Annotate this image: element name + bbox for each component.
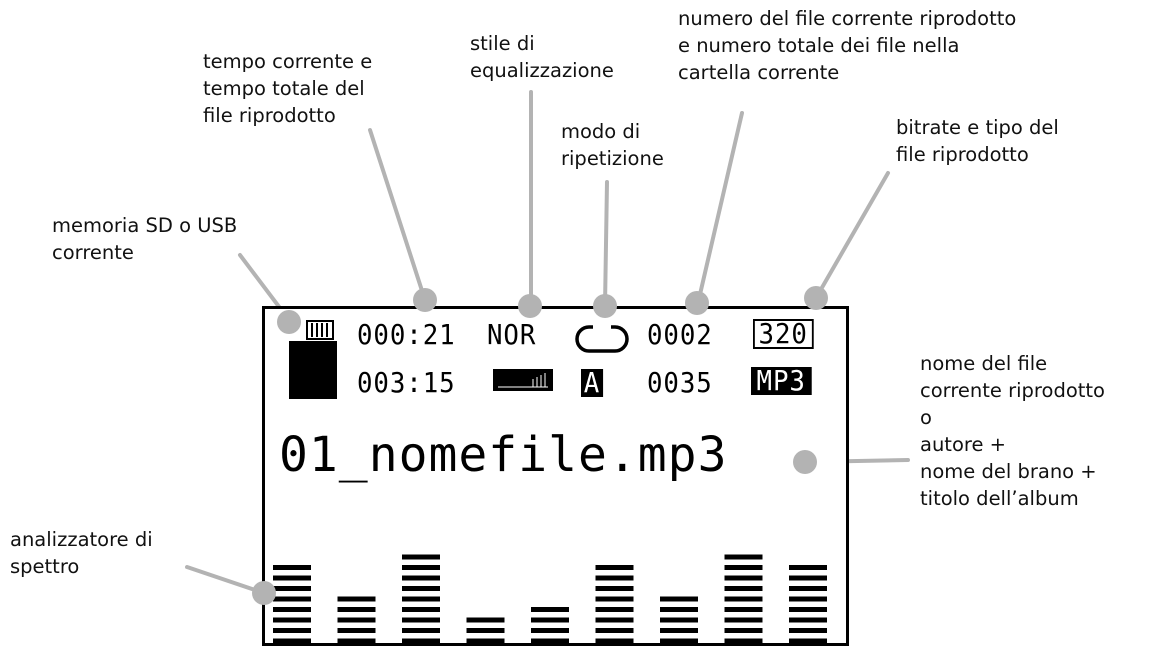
spectrum-segment [660,638,698,644]
repeat-badge: A [581,369,603,397]
filename-text: 01_nomefile.mp3 [279,427,728,483]
label-repeat-mode: modo di ripetizione [561,120,664,170]
spectrum-segment [337,617,376,623]
spectrum-segment [789,617,827,623]
bitrate-value: 320 [753,319,814,349]
spectrum-column [466,617,505,644]
spectrum-segment [724,617,763,623]
spectrum-segment [337,638,376,644]
connector-bitrate [814,171,890,300]
spectrum-segment [531,638,569,644]
spectrum-segment [402,596,440,602]
spectrum-segment [337,596,376,602]
spectrum-segment [402,554,440,560]
spectrum-segment [337,628,376,633]
spectrum-segment [466,617,505,623]
spectrum-segment [724,596,763,602]
total-file-count: 0035 [647,366,713,399]
spectrum-segment [789,596,827,602]
repeat-icon [575,323,629,353]
label-filename: nome del file corrente riprodotto o auto… [920,352,1105,510]
spectrum-segment [595,638,634,644]
spectrum-segment [337,607,376,612]
spectrum-segment [402,607,440,612]
spectrum-segment [402,628,440,633]
lcd-display: 000:21 003:15 NOR A 0002 0035 320 MP3 01… [262,306,849,646]
spectrum-segment [595,628,634,633]
spectrum-column [660,596,698,644]
spectrum-segment [789,586,827,591]
spectrum-segment [531,628,569,633]
spectrum-segment [724,575,763,581]
spectrum-segment [273,586,311,591]
spectrum-segment [273,628,311,633]
spectrum-segment [595,575,634,581]
spectrum-segment [402,617,440,623]
label-memory: memoria SD o USB corrente [52,214,238,264]
spectrum-segment [273,607,311,612]
spectrum-segment [273,596,311,602]
label-file-number: numero del file corrente riprodotto e nu… [678,7,1017,84]
file-type: MP3 [751,367,812,395]
spectrum-segment [660,628,698,633]
spectrum-segment [724,638,763,644]
spectrum-column [402,554,440,644]
spectrum-segment [466,638,505,644]
spectrum-segment [595,565,634,570]
spectrum-segment [531,617,569,623]
spectrum-segment [595,586,634,591]
spectrum-segment [402,638,440,644]
connector-spectrum [185,565,266,595]
spectrum-column [273,565,311,644]
equalizer-icon [493,369,553,391]
spectrum-segment [531,607,569,612]
spectrum-segment [724,607,763,612]
total-time: 003:15 [357,366,456,399]
spectrum-segment [273,565,311,570]
spectrum-segment [595,617,634,623]
spectrum-column [724,554,763,644]
spectrum-segment [660,607,698,612]
spectrum-column [595,565,634,644]
spectrum-segment [273,617,311,623]
spectrum-column [337,596,376,644]
spectrum-segment [789,638,827,644]
spectrum-column [789,565,827,644]
spectrum-segment [402,565,440,570]
connector-file-number [696,111,744,305]
eq-mode: NOR [487,318,537,351]
spectrum-segment [789,607,827,612]
spectrum-segment [789,565,827,570]
current-time: 000:21 [357,318,456,351]
spectrum-segment [402,575,440,581]
spectrum-segment [273,575,311,581]
spectrum-segment [789,575,827,581]
spectrum-segment [595,607,634,612]
spectrum-segment [724,554,763,560]
connector-time [368,128,427,302]
spectrum-segment [724,628,763,633]
connector-repeat [603,180,609,308]
spectrum-segment [724,565,763,570]
spectrum-segment [789,628,827,633]
label-eq-style: stile di equalizzazione [470,32,614,82]
spectrum-column [531,607,569,644]
label-bitrate: bitrate e tipo del file riprodotto [896,116,1059,166]
sd-card-icon [289,320,337,399]
label-time: tempo corrente e tempo totale del file r… [203,50,373,127]
spectrum-segment [724,586,763,591]
spectrum-segment [595,596,634,602]
spectrum-analyzer [273,554,827,644]
spectrum-segment [402,586,440,591]
label-spectrum: analizzatore di spettro [10,528,153,578]
spectrum-segment [466,628,505,633]
spectrum-segment [660,596,698,602]
spectrum-segment [273,638,311,644]
current-file-number: 0002 [647,318,713,351]
spectrum-segment [660,617,698,623]
